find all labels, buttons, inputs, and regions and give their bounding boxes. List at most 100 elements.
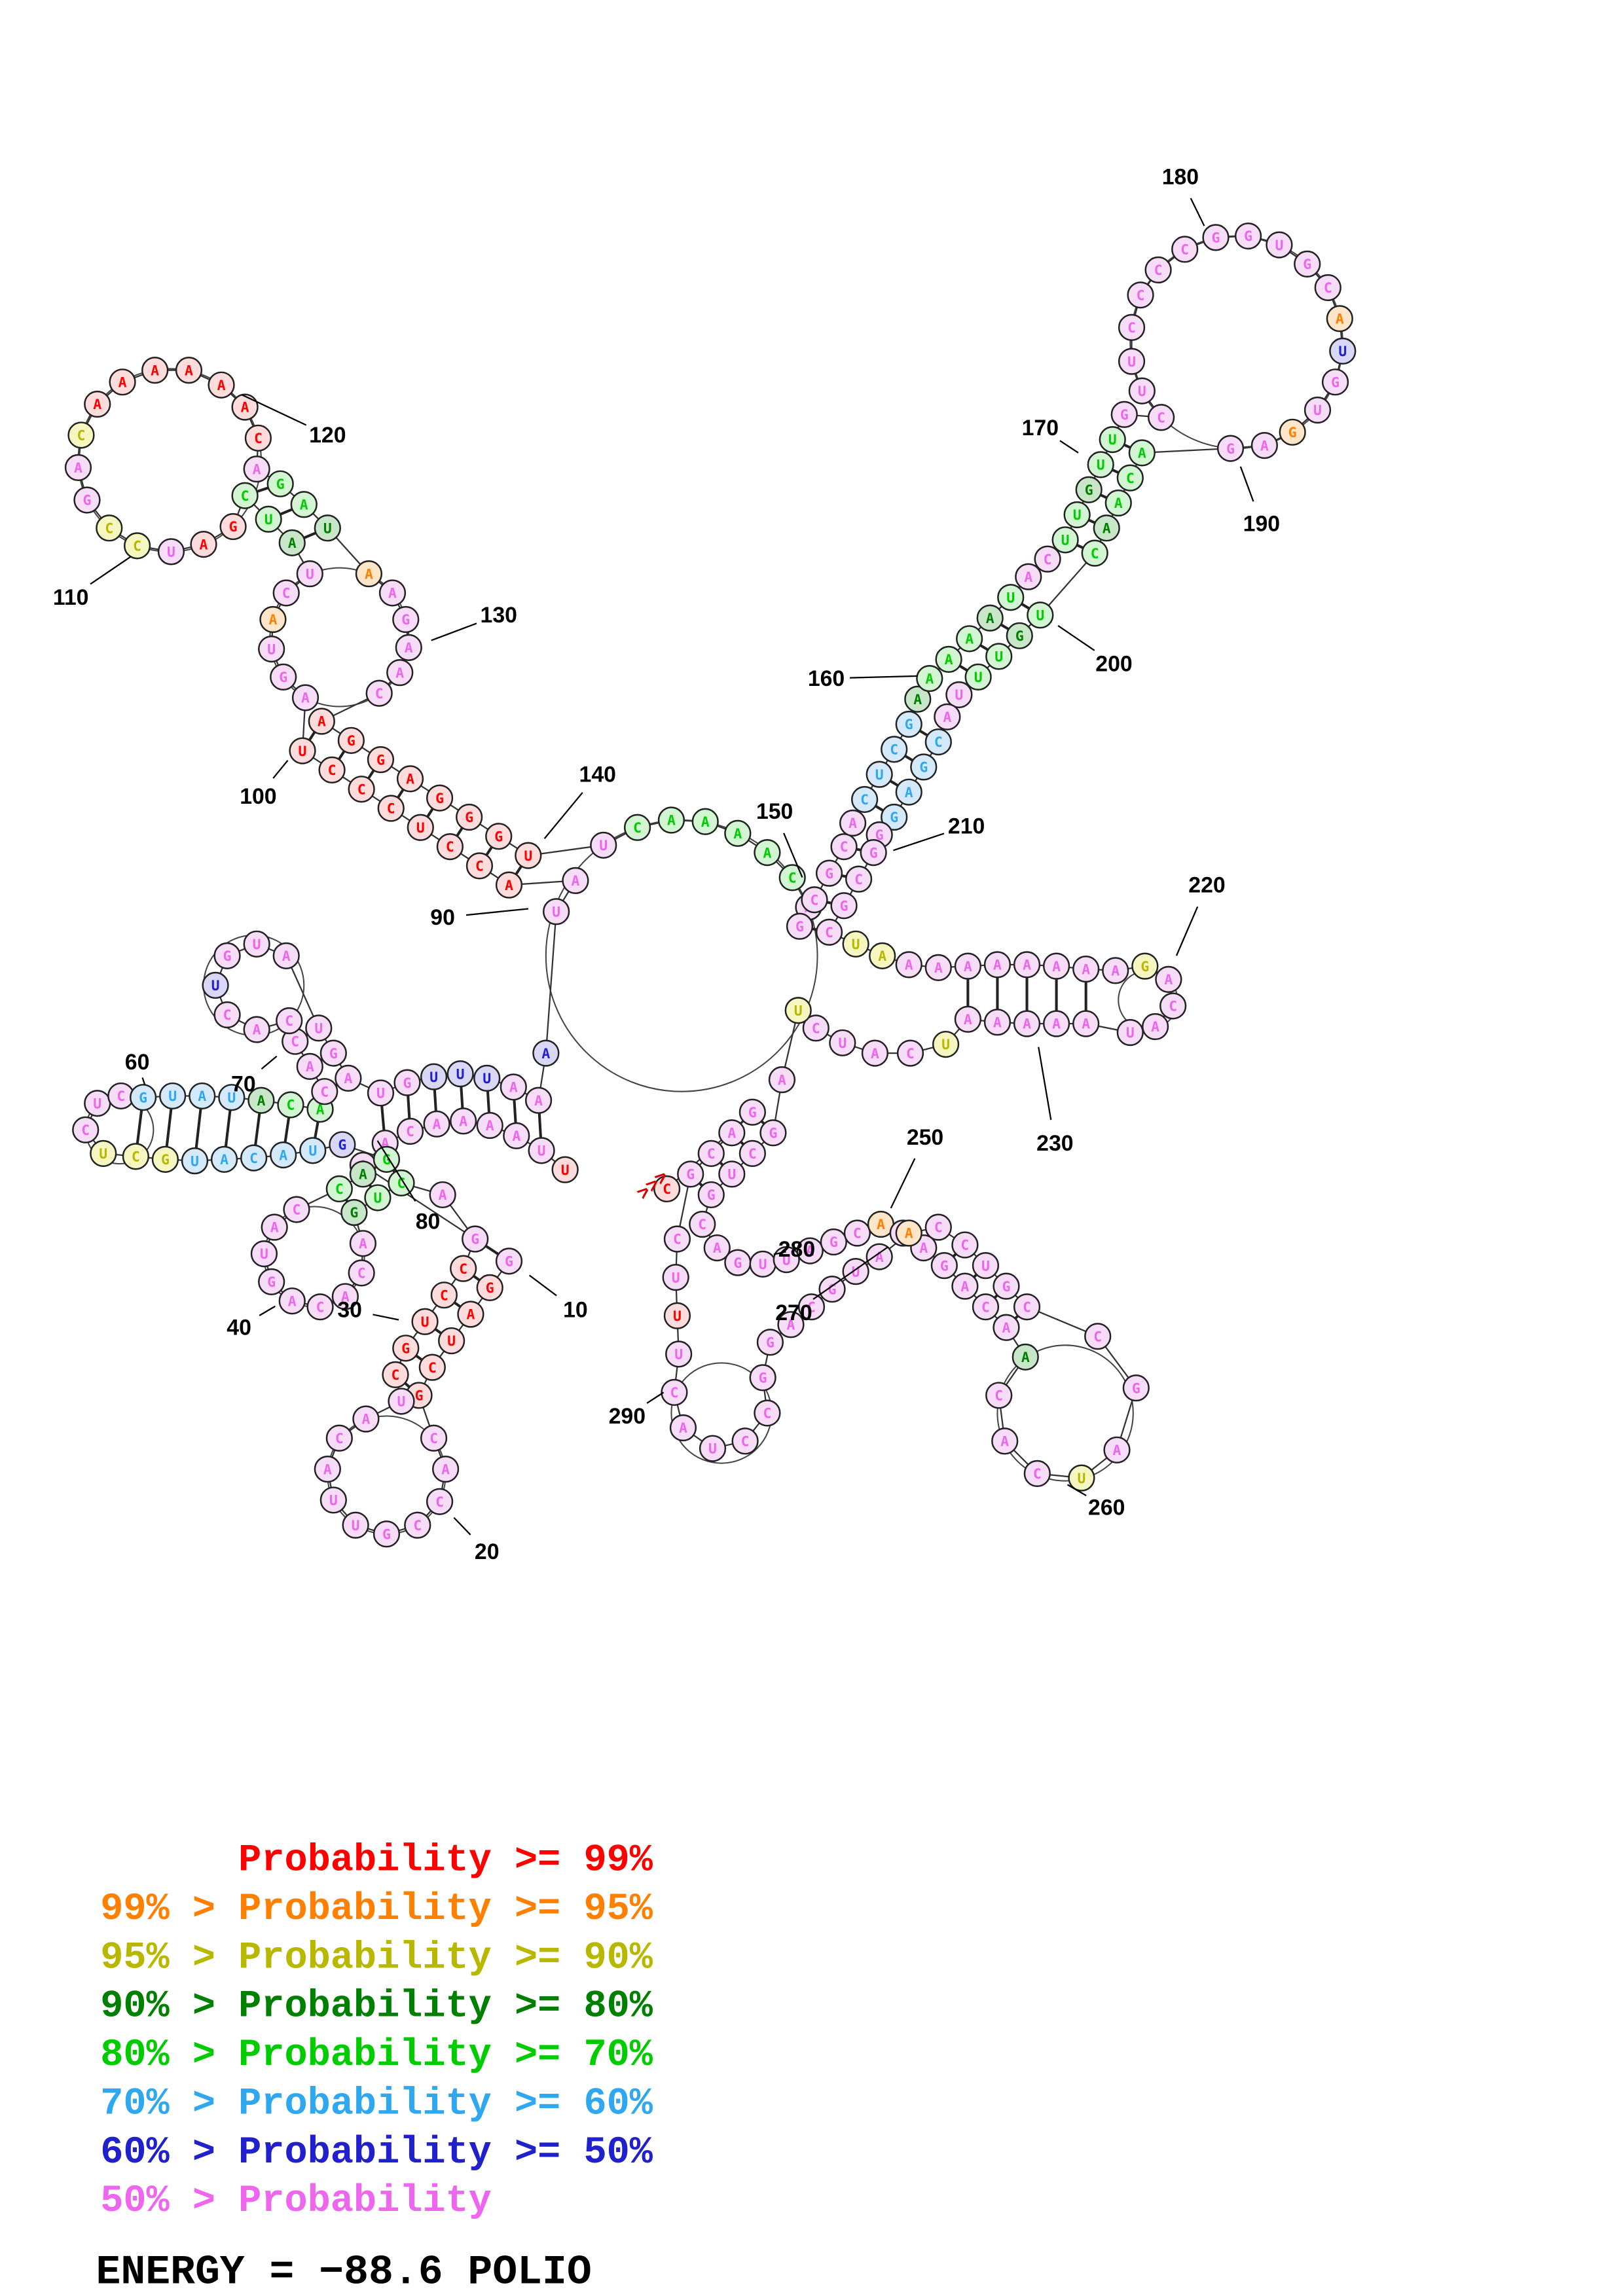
nucleotide: C <box>1081 539 1108 567</box>
nucleotide-letter: A <box>388 586 397 602</box>
nucleotide-circle <box>964 663 992 691</box>
nucleotide: U <box>829 1029 856 1056</box>
nucleotide: C <box>420 1424 448 1452</box>
nucleotide: A <box>1103 1436 1131 1463</box>
nucleotide-circle <box>278 529 306 556</box>
nucleotide-letter: U <box>673 1308 682 1325</box>
nucleotide-circle <box>930 1251 958 1280</box>
nucleotide-circle <box>378 579 407 607</box>
nucleotide-letter: U <box>955 687 963 704</box>
nucleotide-letter: G <box>279 670 287 686</box>
nucleotide-circle <box>377 795 405 822</box>
nucleotide-letter: C <box>132 1149 140 1166</box>
nucleotide: C <box>377 795 405 822</box>
nucleotide-circle <box>272 942 300 969</box>
nucleotide: A <box>956 625 983 653</box>
nucleotide: G <box>993 1272 1020 1300</box>
nucleotide: C <box>797 1293 826 1321</box>
nucleotide: U <box>972 1251 1000 1280</box>
nucleotide-circle <box>1042 1010 1070 1037</box>
nucleotide: A <box>954 1005 982 1033</box>
nucleotide-letter: C <box>254 431 263 447</box>
nucleotide: A <box>308 708 335 735</box>
nucleotide-letter: C <box>459 1261 467 1278</box>
nucleotide-letter: G <box>465 810 473 826</box>
nucleotide-letter: U <box>838 1035 847 1052</box>
nucleotide: G <box>1122 1374 1150 1402</box>
nucleotide: C <box>1013 1293 1041 1321</box>
nucleotide-letter: A <box>1082 1016 1090 1033</box>
nucleotide-circle <box>1063 501 1091 529</box>
nucleotide-circle <box>1042 952 1070 980</box>
nucleotide-circle <box>691 808 719 835</box>
nucleotide-letter: C <box>981 1299 990 1316</box>
nucleotide: C <box>1034 545 1061 573</box>
nucleotide-letter: A <box>439 1187 447 1204</box>
nucleotide: U <box>1087 451 1114 478</box>
nucleotide-letter: A <box>1260 438 1269 454</box>
position-label: 60 <box>125 1050 150 1075</box>
nucleotide-letter: G <box>1244 228 1252 245</box>
label-leader-line <box>850 675 918 679</box>
nucleotide-letter: C <box>335 1181 344 1198</box>
nucleotide-letter: A <box>1023 1016 1031 1033</box>
nucleotide-letter: G <box>869 845 878 861</box>
nucleotide: C <box>277 1091 304 1119</box>
nucleotide: G <box>1075 476 1103 503</box>
nucleotide-circle <box>210 1145 238 1173</box>
nucleotide-letter: A <box>220 1152 228 1168</box>
nucleotide-letter: U <box>1126 1025 1135 1041</box>
nucleotide-letter: G <box>83 493 92 509</box>
nucleotide-circle <box>335 1064 362 1092</box>
nucleotide: G <box>213 942 241 969</box>
nucleotide-letter: A <box>466 1307 475 1323</box>
nucleotide-letter: C <box>1157 410 1165 426</box>
nucleotide-letter: A <box>905 958 913 974</box>
nucleotide-circle <box>122 1143 149 1170</box>
nucleotide-circle <box>1013 1293 1041 1321</box>
nucleotide: A <box>290 491 318 518</box>
nucleotide-letter: A <box>986 611 994 627</box>
nucleotide-circle <box>796 1237 824 1265</box>
nucleotide-letter: A <box>119 374 127 391</box>
nucleotide-letter: C <box>807 1299 816 1316</box>
nucleotide-circle <box>67 422 95 449</box>
nucleotide-circle <box>860 838 887 867</box>
nucleotide-circle <box>218 1084 246 1111</box>
nucleotide-letter: A <box>534 1093 543 1109</box>
nucleotide-circle <box>1034 545 1061 573</box>
nucleotide: A <box>503 1122 530 1149</box>
nucleotide-letter: C <box>1126 471 1135 487</box>
nucleotide: G <box>930 1251 958 1280</box>
nucleotide-circle <box>861 1039 889 1067</box>
nucleotide-circle <box>1329 337 1357 365</box>
nucleotide: C <box>801 886 828 914</box>
nucleotide: U <box>515 842 542 869</box>
nucleotide-letter: A <box>198 1088 206 1105</box>
nucleotide: U <box>1116 1018 1144 1047</box>
nucleotide-circle <box>830 892 858 920</box>
nucleotide-letter: C <box>825 925 833 941</box>
nucleotide-letter: U <box>99 1146 107 1162</box>
nucleotide: A <box>703 1234 731 1262</box>
nucleotide-circle <box>1279 418 1306 446</box>
nucleotide: G <box>367 745 395 774</box>
nucleotide-letter: G <box>919 760 928 776</box>
nucleotide-letter: C <box>440 1287 448 1304</box>
nucleotide-letter: A <box>905 1226 913 1242</box>
nucleotide-letter: U <box>253 937 261 953</box>
nucleotide-circle <box>997 584 1025 611</box>
nucleotide-circle <box>325 1175 353 1203</box>
nucleotide-letter: C <box>960 1238 969 1254</box>
nucleotide: G <box>393 1069 421 1096</box>
nucleotide-circle <box>845 865 873 893</box>
nucleotide-letter: A <box>344 1071 352 1087</box>
nucleotide: A <box>450 1107 477 1135</box>
nucleotide-letter: U <box>552 904 560 920</box>
nucleotide-circle <box>430 1282 458 1309</box>
nucleotide-circle <box>697 1181 725 1209</box>
nucleotide-circle <box>797 1293 826 1321</box>
nucleotide: A <box>261 1213 288 1241</box>
label-leader-line <box>373 1314 399 1321</box>
nucleotide-circle <box>1122 1374 1150 1402</box>
